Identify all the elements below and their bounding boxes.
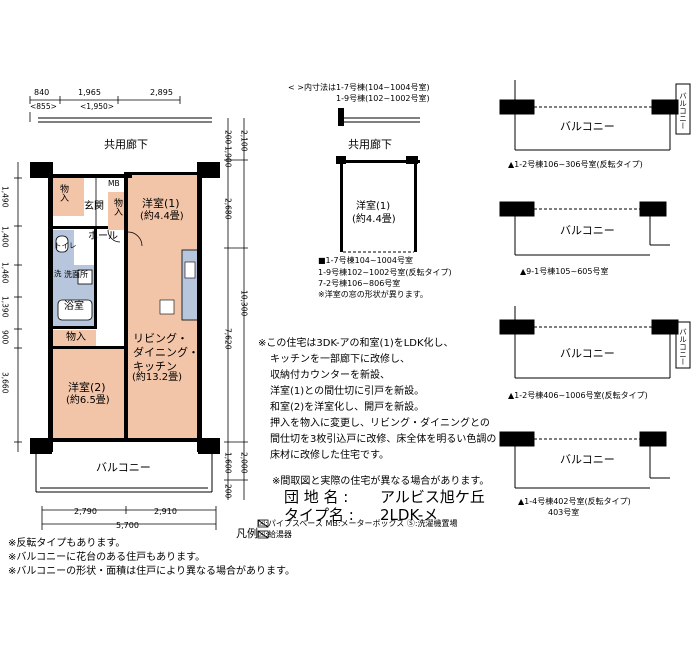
dim-right-1: 2,100 <box>239 130 249 152</box>
toilet-label: トイレ <box>54 241 77 250</box>
dim-right-small-1: 200 <box>223 130 233 145</box>
storage-1-label: 物入 <box>58 184 68 202</box>
washer-symbol: 洗 <box>54 269 62 278</box>
bottom-dimension-lines <box>41 506 217 530</box>
legend-line-1: ☒:パイプスペース MB:メーターボックス Ⓢ:洗濯機置場 <box>258 519 458 528</box>
corridor-label: 共用廊下 <box>104 138 148 151</box>
variant-note-line-2: 1-9号棟(102~1002号室) <box>336 94 430 103</box>
balcony-label: バルコニー <box>96 461 151 474</box>
renovation-note-line: 押入を物入に変更し、リビング・ダイニングとの <box>270 418 490 429</box>
kitchen-counter <box>159 249 199 321</box>
type-name-label: タイプ名 : <box>284 506 354 524</box>
washroom-label: 洗面所 <box>64 270 88 279</box>
balcony-variant-1-caption: ▲1-2号棟106~306号室(反転タイプ) <box>508 160 643 169</box>
balcony-variant-3-label: バルコニー <box>560 347 615 360</box>
dim-left-1: 1,490 <box>0 186 10 208</box>
dim-left-5: 900 <box>0 330 10 345</box>
balcony-variant-2-caption: ▲9-1号棟105~605号室 <box>520 267 609 276</box>
western-room-1-size: (約4.4畳) <box>140 211 184 222</box>
dim-right-2: 1,900 <box>223 146 233 168</box>
variant-corridor-label: 共用廊下 <box>348 138 392 151</box>
property-name-label: 団 地 名 : <box>284 488 349 506</box>
dim-right-total: 10,300 <box>239 290 249 317</box>
hall-label: ホール <box>88 231 118 242</box>
dim-right-small-2: 200 <box>223 484 233 499</box>
corridor-wall-top <box>38 117 212 123</box>
variant-room-size: (約4.4畳) <box>352 214 396 225</box>
dim-top-inner-1: <855> <box>30 102 57 111</box>
renovation-note-line: 和室(2)を洋室化し、開戸を新設。 <box>270 402 425 413</box>
footnote-3: ※バルコニーの形状・面積は住戸により異なる場合があります。 <box>8 566 295 577</box>
dim-left-3: 1,460 <box>0 262 10 284</box>
variant-note-line-1: < >内寸法は1-7号棟(104~1004号室) <box>288 83 430 92</box>
dim-bottom-2: 2,910 <box>154 507 177 516</box>
legend-line-2: ☒:給湯器 <box>258 530 292 539</box>
footnote-2: ※バルコニーに花台のある住戸もあります。 <box>8 552 206 563</box>
dim-left-2: 1,400 <box>0 226 10 248</box>
renovation-note-line: 収納付カウンターを新設、 <box>270 370 390 381</box>
balcony-variant-4-caption-2: 403号室 <box>548 508 580 517</box>
dim-top-2: 1,965 <box>78 88 101 97</box>
dim-right-6: 2,000 <box>239 452 249 474</box>
right-dimension-lines <box>224 118 248 500</box>
renovation-note-line: 床材に改修した住宅です。 <box>270 450 389 461</box>
dim-right-3: 2,680 <box>223 198 233 220</box>
difference-note: ※間取図と実際の住宅が異なる場合があります。 <box>272 476 490 487</box>
ldk-line-2: ダイニング・ <box>133 346 199 359</box>
ldk-line-1: リビング・ <box>133 332 188 345</box>
entrance-label: 玄関 <box>84 201 104 212</box>
western-room-2-name: 洋室(2) <box>68 381 106 394</box>
dim-top-inner-2: <1,950> <box>80 102 115 111</box>
variant-list-3: 7-2号棟106~806号室 <box>318 279 401 288</box>
left-dimension-lines <box>14 162 22 452</box>
renovation-note: ※この住宅は3DK-アの和室(1)をLDK化し、 キッチンを一部廊下に改修し、 … <box>258 336 496 464</box>
renovation-note-line: キッチンを一部廊下に改修し、 <box>270 354 410 365</box>
variant-plan <box>336 108 420 253</box>
storage-2-label: 物入 <box>112 198 122 216</box>
balcony-variant-4-label: バルコニー <box>560 453 615 466</box>
legend-icons <box>257 519 269 539</box>
western-room-2-size: (約6.5畳) <box>66 395 110 406</box>
balcony-variant-3-caption: ▲1-2号棟406~1006号室(反転タイプ) <box>508 391 648 400</box>
dim-bottom-1: 2,790 <box>74 507 97 516</box>
ldk-size: (約13.2畳) <box>132 372 183 383</box>
legend-title: 凡例 <box>236 527 258 540</box>
fixtures <box>55 178 143 321</box>
property-name-value: アルビス旭ケ丘 <box>380 488 485 506</box>
bath-label: 浴室 <box>64 301 84 312</box>
dim-right-4: 7,620 <box>223 328 233 350</box>
dim-bottom-total: 5,700 <box>116 521 139 530</box>
storage-3-label: 物入 <box>66 332 86 343</box>
balcony-variants <box>499 80 691 489</box>
renovation-note-line: 洋室(1)との間仕切に引戸を新設。 <box>270 386 425 397</box>
balcony-variant-4-caption: ▲1-4号棟402号室(反転タイプ) <box>518 497 631 506</box>
dim-right-5: 1,600 <box>223 452 233 474</box>
type-name-value: 2LDK-メ <box>380 506 439 524</box>
balcony-variant-1-side: バルコニー <box>678 92 688 130</box>
top-dimension-lines <box>29 96 181 122</box>
balcony-variant-3-side: バルコニー <box>678 328 688 366</box>
variant-list-2: 1-9号棟102~1002号室(反転タイプ) <box>318 268 452 277</box>
western-room-1-name: 洋室(1) <box>142 197 180 210</box>
renovation-note-line: ※この住宅は3DK-アの和室(1)をLDK化し、 <box>258 338 454 349</box>
balcony-variant-1-label: バルコニー <box>560 120 615 133</box>
dim-top-3: 2,895 <box>150 88 173 97</box>
dim-left-4: 1,390 <box>0 296 10 318</box>
variant-list-4: ※洋室の窓の形状が異ります。 <box>318 290 428 299</box>
balcony-variant-2-label: バルコニー <box>560 224 615 237</box>
renovation-note-line: 間仕切を3枚引込戸に改修、床全体を明るい色調の <box>270 434 497 445</box>
dim-left-6: 3,660 <box>0 372 10 394</box>
ldk-line-3: キッチン <box>133 360 177 373</box>
variant-room-name: 洋室(1) <box>356 201 391 212</box>
walls <box>30 162 220 454</box>
variant-list-1: ■1-7号棟104~1004号室 <box>318 256 413 265</box>
main-balcony-outline <box>35 454 213 493</box>
dim-top-1: 840 <box>34 88 50 97</box>
mb-label: MB <box>108 179 120 188</box>
footnote-1: ※反転タイプもあります。 <box>8 538 126 549</box>
